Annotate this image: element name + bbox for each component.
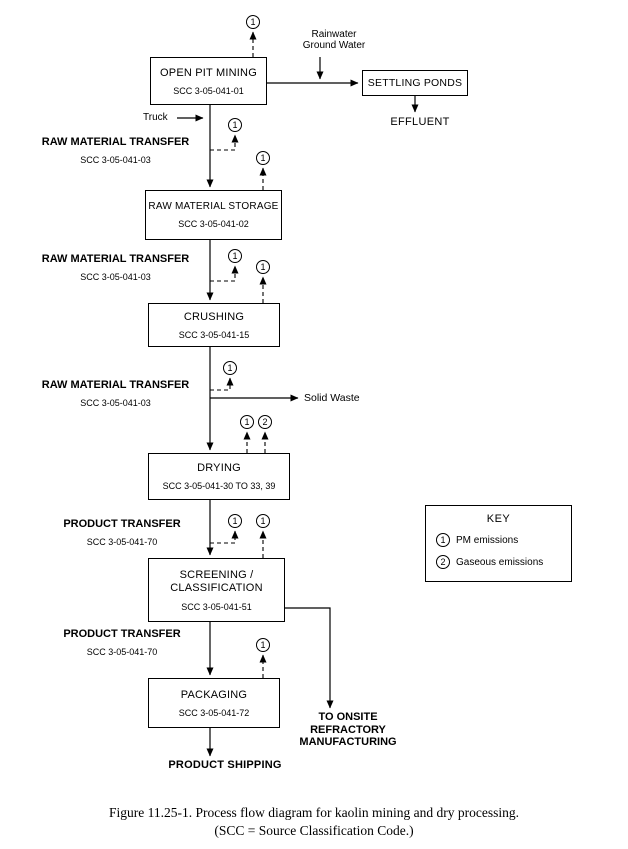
figure-caption-line2: (SCC = Source Classification Code.) <box>214 823 414 838</box>
legend-key-box: KEY 1 PM emissions 2 Gaseous emissions <box>425 505 572 582</box>
emission-arrow <box>210 377 234 391</box>
box-title: PACKAGING <box>180 688 248 701</box>
figure-caption-line1: Figure 11.25-1. Process flow diagram for… <box>108 805 520 820</box>
key-item-gaseous-emissions: 2 Gaseous emissions <box>436 555 571 569</box>
box-scc: SCC 3-05-041-15 <box>178 329 250 340</box>
process-box-packaging: PACKAGING SCC 3-05-041-72 <box>148 678 280 728</box>
process-box-raw-material-storage: RAW MATERIAL STORAGE SCC 3-05-041-02 <box>145 190 282 240</box>
box-scc: SCC 3-05-041-30 TO 33, 39 <box>162 481 276 491</box>
box-title: SETTLING PONDS <box>367 77 463 89</box>
effluent-label: EFFLUENT <box>390 116 450 128</box>
pm-emissions-symbol: 1 <box>436 533 450 547</box>
emission-marker: 1 <box>228 249 242 263</box>
raw-material-transfer-label-1: RAW MATERIAL TRANSFER SCC 3-05-041-03 <box>41 136 190 165</box>
emission-marker: 1 <box>256 260 270 274</box>
emission-arrow <box>210 265 239 282</box>
rainwater-groundwater-label: Rainwater Ground Water <box>302 29 366 51</box>
solid-waste-label: Solid Waste <box>304 392 360 404</box>
box-scc: SCC 3-05-041-02 <box>178 219 249 229</box>
emission-marker: 1 <box>228 514 242 528</box>
emission-arrow <box>210 134 239 151</box>
emission-marker: 1 <box>228 118 242 132</box>
emission-connector-arrows <box>210 31 269 678</box>
box-scc: SCC 3-05-041-01 <box>173 85 244 96</box>
box-title: OPEN PIT MINING <box>160 66 257 79</box>
emission-marker: 1 <box>256 514 270 528</box>
product-transfer-label-1: PRODUCT TRANSFER SCC 3-05-041-70 <box>63 518 181 547</box>
emission-marker: 1 <box>240 415 254 429</box>
product-transfer-label-2: PRODUCT TRANSFER SCC 3-05-041-70 <box>63 628 181 657</box>
box-title: DRYING <box>197 462 241 474</box>
emission-arrow <box>210 530 239 544</box>
process-box-screening-classification: SCREENING / CLASSIFICATION SCC 3-05-041-… <box>148 558 285 622</box>
raw-material-transfer-label-2: RAW MATERIAL TRANSFER SCC 3-05-041-03 <box>41 253 190 282</box>
emission-marker: 1 <box>246 15 260 29</box>
emission-marker: 2 <box>258 415 272 429</box>
truck-label: Truck <box>143 112 168 123</box>
flow-arrow <box>285 607 334 709</box>
box-title: SCREENING / <box>179 568 254 581</box>
raw-material-transfer-label-3: RAW MATERIAL TRANSFER SCC 3-05-041-03 <box>41 379 190 408</box>
key-item-pm-emissions: 1 PM emissions <box>436 533 571 547</box>
emission-marker: 1 <box>256 638 270 652</box>
box-title: CLASSIFICATION <box>170 581 263 594</box>
emission-marker: 1 <box>256 151 270 165</box>
key-title: KEY <box>486 513 511 525</box>
flow-connector-arrows <box>177 57 419 757</box>
box-scc: SCC 3-05-041-72 <box>178 707 250 718</box>
process-box-drying: DRYING SCC 3-05-041-30 TO 33, 39 <box>148 453 290 500</box>
gaseous-emissions-symbol: 2 <box>436 555 450 569</box>
box-title: RAW MATERIAL STORAGE <box>148 201 279 212</box>
box-scc: SCC 3-05-041-51 <box>181 601 252 612</box>
product-shipping-label: PRODUCT SHIPPING <box>168 759 282 771</box>
process-box-open-pit-mining: OPEN PIT MINING SCC 3-05-041-01 <box>150 57 267 105</box>
process-box-crushing: CRUSHING SCC 3-05-041-15 <box>148 303 280 347</box>
process-box-settling-ponds: SETTLING PONDS <box>362 70 468 96</box>
box-title: CRUSHING <box>183 310 245 323</box>
to-onsite-refractory-label: TO ONSITE REFRACTORY MANUFACTURING <box>299 711 397 748</box>
emission-marker: 1 <box>223 361 237 375</box>
